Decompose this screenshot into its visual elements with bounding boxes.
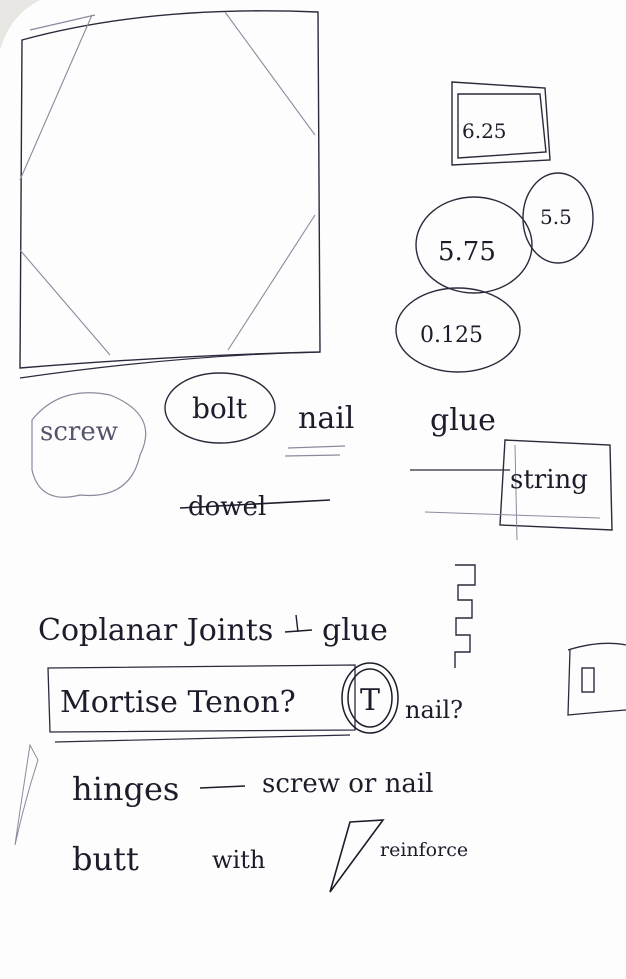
triangle-brace-sketch: [329, 819, 385, 893]
note-hinges: hinges: [72, 770, 179, 808]
screw-circle: [31, 392, 147, 498]
fastener-bolt: bolt: [192, 392, 248, 425]
measurement-oval: [395, 287, 521, 373]
measurement-5-75: 5.75: [438, 237, 496, 267]
measurement-6-25: 6.25: [462, 119, 507, 143]
note-mortise-tenon: Mortise Tenon?: [60, 685, 296, 720]
fastener-glue: glue: [430, 403, 496, 438]
t-circle: [341, 662, 399, 734]
fastener-string: string: [510, 465, 588, 495]
measurement-5-5: 5.5: [540, 205, 572, 229]
dowel-strikethrough: [179, 499, 331, 509]
mortise-box: [47, 664, 356, 733]
measurement-oval: [415, 196, 533, 294]
note-coplanar-joints: Coplanar Joints: [38, 613, 273, 648]
fastener-screw: screw: [40, 417, 118, 447]
fastener-nail: nail: [298, 401, 354, 436]
side-box-sketch: [567, 642, 626, 716]
bolt-circle: [164, 372, 276, 444]
finger-joint-sketch: [454, 564, 476, 668]
note-hinges-fasteners: screw or nail: [262, 769, 433, 799]
note-reinforce: reinforce: [380, 839, 468, 861]
side-box-slot: [581, 667, 595, 693]
hinges-dash: [199, 785, 246, 789]
mortise-underline: [54, 734, 351, 743]
perpendicular-symbol: [284, 614, 313, 633]
string-box: [499, 439, 613, 531]
divider-line: [19, 351, 321, 379]
margin-scribble: [14, 743, 39, 846]
measurement-0-125: 0.125: [420, 323, 483, 348]
octagon-guide-lines: [19, 11, 316, 356]
measurement-oval: [522, 172, 594, 264]
page-corner: [0, 0, 40, 50]
note-with: with: [212, 846, 265, 874]
measurement-box-shape: [451, 81, 551, 166]
string-guide-lines: [424, 444, 601, 541]
nail-underline: [284, 445, 346, 457]
square-frame-sketch: [19, 10, 321, 369]
note-nail-question: nail?: [405, 696, 463, 724]
note-butt: butt: [72, 840, 139, 878]
note-t-symbol: T: [360, 683, 380, 718]
note-coplanar-glue: glue: [322, 613, 388, 648]
t-circle-inner: [347, 668, 393, 728]
